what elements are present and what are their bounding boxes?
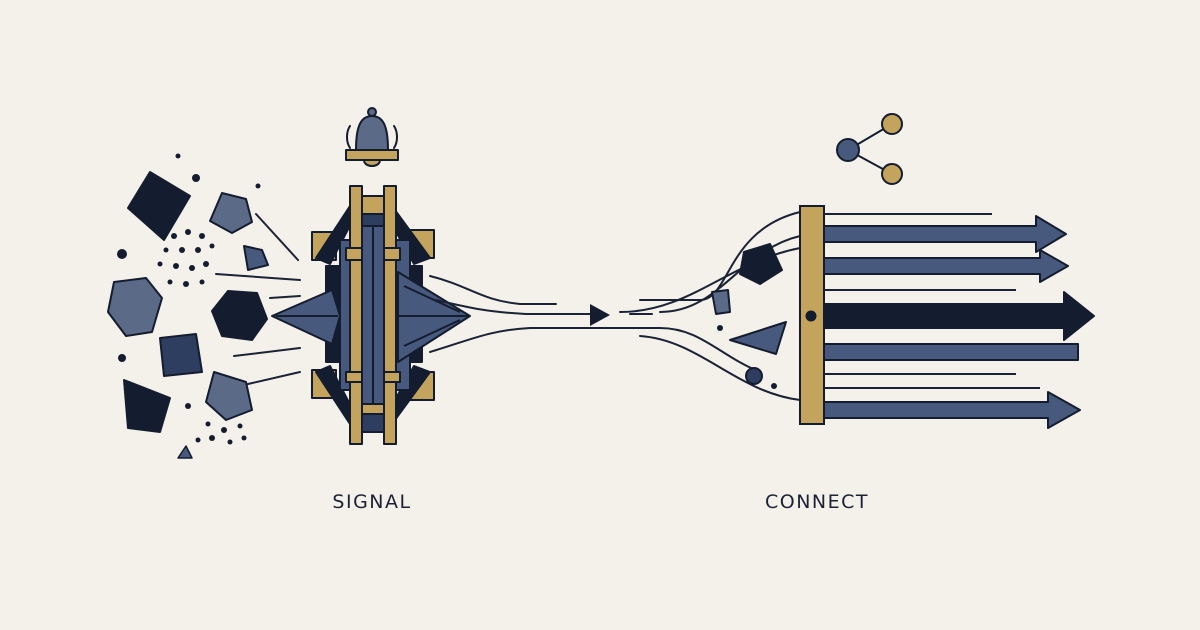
scatter-dots — [117, 153, 261, 445]
converging-lines — [215, 213, 301, 385]
fragment-shape — [127, 171, 191, 241]
fragment-shape — [211, 290, 268, 341]
output-arrow — [823, 215, 1067, 253]
funnel-fragments — [711, 243, 787, 389]
fragment-shape — [123, 379, 171, 433]
fragment-shape — [107, 277, 163, 337]
fragment-shape — [177, 445, 193, 459]
flow-arrow-icon — [590, 304, 610, 326]
output-arrow — [823, 391, 1081, 429]
output-lines — [824, 213, 1040, 389]
connect-label: CONNECT — [764, 491, 870, 513]
fragment-shape — [209, 192, 253, 234]
output-bar — [823, 343, 1079, 361]
share-nodes-icon — [836, 113, 903, 185]
output-arrow — [823, 249, 1069, 283]
connection-lines — [429, 211, 801, 401]
signal-label: SIGNAL — [332, 491, 412, 513]
fragment-shape — [159, 333, 203, 377]
scattered-fragments — [107, 171, 269, 459]
signal-core — [271, 185, 471, 445]
fragment-shape — [243, 245, 269, 271]
output-arrows — [823, 215, 1095, 429]
output-arrow — [823, 291, 1095, 341]
fragment-shape — [205, 371, 253, 421]
connector-bar — [799, 205, 825, 425]
bell-icon — [345, 107, 399, 167]
